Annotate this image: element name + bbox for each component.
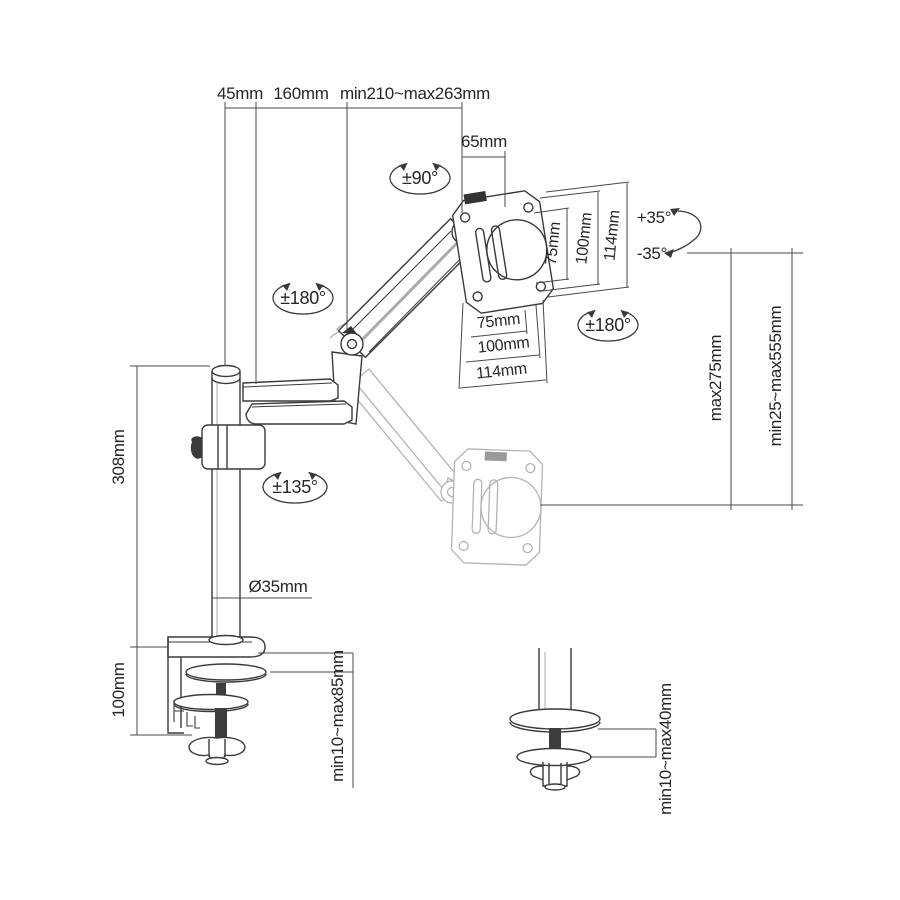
vesa-plate-lower-faded [450,448,544,566]
grommet-wing-nut [544,783,566,791]
dimension-labels: 45mm 160mm min210~max263mm 65mm ±90° ±18… [109,84,785,815]
tilt-arc [671,210,702,253]
label-pole-diameter: Ø35mm [249,577,308,596]
clamp-screw [215,708,227,740]
label-head-offset-65: 65mm [461,132,507,151]
rotate-head-arc [389,162,451,195]
clamp-wing-knob [188,736,246,761]
label-grommet-desk-thickness: min10~max40mm [656,683,675,815]
dimension-lines [130,102,803,788]
label-tilt-up: +35° [637,208,671,227]
label-clamp-desk-thickness: min10~max85mm [328,650,347,782]
label-tilt-down: -35° [637,244,667,263]
grommet-lower-plate [516,747,592,767]
swivel-head-arc [577,309,639,342]
label-top-offset-160: 160mm [273,84,328,103]
label-clamp-height: 100mm [109,662,128,717]
hex-key-holder [173,700,200,729]
vesa-tab [463,191,487,205]
clamp-upper-pad [185,663,267,681]
link-arms [242,351,363,425]
label-swivel-head: ±180° [585,315,631,335]
label-vesa-bottom-100: 100mm [477,334,530,356]
label-rotate-head: ±90° [402,168,438,188]
label-swivel-arm: ±180° [280,288,326,308]
label-vesa-bottom-114: 114mm [475,360,527,382]
pole-boss [208,634,244,646]
label-vesa-bottom-75: 75mm [476,311,521,332]
swivel-pole-arc [262,471,328,504]
label-swivel-pole: ±135° [272,477,318,497]
swivel-arm-arc [272,282,334,315]
label-vesa-side-114: 114mm [601,209,623,261]
vesa-tab-faded [484,451,507,462]
rotation-arrows [262,162,702,504]
label-vesa-side-75: 75mm [543,221,564,266]
grommet-mount [509,648,601,791]
label-height-travel: max275mm [706,335,725,422]
clamp-web [167,637,184,734]
vesa-plate-upper [451,190,555,314]
arm-lowered-position-faded [346,368,465,505]
label-vesa-side-100: 100mm [573,212,595,265]
vesa-slot [490,225,508,281]
grommet-disc [509,708,601,730]
label-top-offset-45: 45mm [217,84,263,103]
pole-collar [190,424,266,470]
pole [211,364,241,640]
desk-clamp [167,634,267,766]
label-pole-height: 308mm [109,429,128,484]
label-top-reach: min210~max263mm [340,84,490,103]
pole-top-cap [211,364,241,378]
label-height-range: min25~max555mm [766,305,785,446]
upper-link [242,378,339,402]
clamp-lower-jaw [173,693,249,711]
